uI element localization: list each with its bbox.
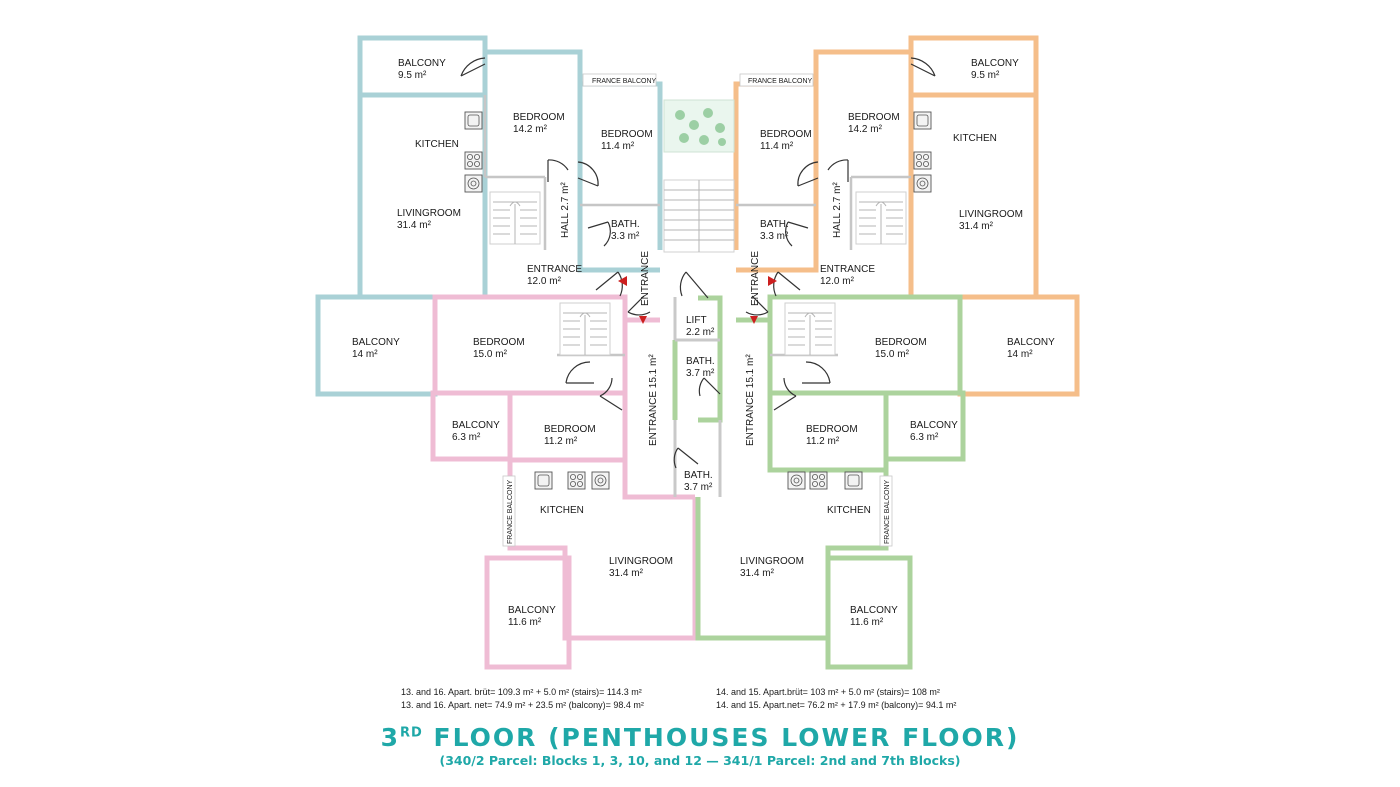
pink-balcony-small-area: 6.3 m² xyxy=(452,432,481,443)
blue-bedroom-inner-area: 11.4 m² xyxy=(601,141,635,152)
blue-bath-area: 3.3 m² xyxy=(611,231,640,242)
pink-bedroom-small-label: BEDROOM xyxy=(544,424,596,435)
pink-france-balcony xyxy=(502,475,516,547)
green-france-balcony xyxy=(879,475,893,547)
green-balcony-bottom-label: BALCONY xyxy=(850,605,898,616)
entrance-vertical-left-label: ENTRANCE xyxy=(640,251,651,306)
green-bedroom-small-label: BEDROOM xyxy=(806,424,858,435)
note-right-gross: 14. and 15. Apart.brüt= 103 m² + 5.0 m² … xyxy=(716,687,940,697)
orange-bedroom-outer-area: 14.2 m² xyxy=(848,124,883,135)
blue-hall-label: HALL 2.7 m² xyxy=(560,182,571,238)
blue-bedroom-outer-label: BEDROOM xyxy=(513,112,565,123)
orange-livingroom-label: LIVINGROOM xyxy=(959,209,1023,220)
pink-balcony-small-label: BALCONY xyxy=(452,420,500,431)
blue-bedroom-inner-label: BEDROOM xyxy=(601,129,653,140)
title-floor-suffix: RD xyxy=(400,725,423,741)
orange-bedroom-inner-label: BEDROOM xyxy=(760,129,812,140)
green-balcony-small-label: BALCONY xyxy=(910,420,958,431)
area-notes-left: 13. and 16. Apart. brüt= 109.3 m² + 5.0 … xyxy=(401,686,644,712)
page-subtitle: (340/2 Parcel: Blocks 1, 3, 10, and 12 —… xyxy=(439,753,961,768)
blue-livingroom-area: 31.4 m² xyxy=(397,220,432,231)
pink-bedroom-small-area: 11.2 m² xyxy=(544,436,578,447)
pink-bedroom-mid-label: BEDROOM xyxy=(473,337,525,348)
blue-france-balcony xyxy=(582,73,657,87)
green-livingroom-area: 31.4 m² xyxy=(740,568,775,579)
orange-balcony-top-area: 9.5 m² xyxy=(971,70,1000,81)
orange-entrance-area: 12.0 m² xyxy=(820,276,855,287)
green-france-balcony-label: FRANCE BALCONY xyxy=(884,479,891,544)
green-entrance-corridor-label: ENTRANCE 15.1 m² xyxy=(745,354,756,446)
orange-bath-area: 3.3 m² xyxy=(760,231,789,242)
pink-balcony-bottom-area: 11.6 m² xyxy=(508,617,542,628)
blue-balcony-side-label: BALCONY xyxy=(352,337,400,348)
pink-entrance-corridor-label: ENTRANCE 15.1 m² xyxy=(648,354,659,446)
orange-balcony-side-area: 14 m² xyxy=(1007,349,1033,360)
green-balcony-bottom-area: 11.6 m² xyxy=(850,617,884,628)
orange-bedroom-inner-area: 11.4 m² xyxy=(760,141,794,152)
green-balcony-small-area: 6.3 m² xyxy=(910,432,939,443)
orange-kitchen-label: KITCHEN xyxy=(953,133,997,144)
note-left-net: 13. and 16. Apart. net= 74.9 m² + 23.5 m… xyxy=(401,700,644,710)
blue-kitchen-label: KITCHEN xyxy=(415,139,459,150)
lift-area: 2.2 m² xyxy=(686,327,715,338)
orange-hall-label: HALL 2.7 m² xyxy=(832,182,843,238)
blue-balcony-top-label: BALCONY xyxy=(398,58,446,69)
blue-france-balcony-label: FRANCE BALCONY xyxy=(592,78,657,85)
orange-bedroom-outer-label: BEDROOM xyxy=(848,112,900,123)
blue-balcony-side-area: 14 m² xyxy=(352,349,378,360)
pink-bedroom-mid-area: 15.0 m² xyxy=(473,349,508,360)
blue-entrance-area: 12.0 m² xyxy=(527,276,562,287)
orange-france-balcony-label: FRANCE BALCONY xyxy=(748,78,813,85)
blue-entrance-label: ENTRANCE xyxy=(527,264,582,275)
title-floor-number: 3 xyxy=(380,723,401,752)
orange-balcony-side-label: BALCONY xyxy=(1007,337,1055,348)
area-notes-right: 14. and 15. Apart.brüt= 103 m² + 5.0 m² … xyxy=(716,686,956,712)
note-left-gross: 13. and 16. Apart. brüt= 109.3 m² + 5.0 … xyxy=(401,687,642,697)
pink-kitchen-label: KITCHEN xyxy=(540,505,584,516)
pink-balcony-bottom-label: BALCONY xyxy=(508,605,556,616)
green-kitchen-label: KITCHEN xyxy=(827,505,871,516)
green-bedroom-small-area: 11.2 m² xyxy=(806,436,840,447)
pink-livingroom-label: LIVINGROOM xyxy=(609,556,673,567)
orange-entrance-label: ENTRANCE xyxy=(820,264,875,275)
green-bedroom-mid-label: BEDROOM xyxy=(875,337,927,348)
orange-balcony-top-label: BALCONY xyxy=(971,58,1019,69)
apartment-pink-walls xyxy=(430,294,698,670)
door-swings xyxy=(460,57,936,469)
note-right-net: 14. and 15. Apart.net= 76.2 m² + 17.9 m²… xyxy=(716,700,957,710)
entrance-vertical-right-label: ENTRANCE xyxy=(750,251,761,306)
lift-label: LIFT xyxy=(686,315,707,326)
blue-livingroom-label: LIVINGROOM xyxy=(397,208,461,219)
bath-center-b-label: BATH. xyxy=(684,470,713,481)
orange-livingroom-area: 31.4 m² xyxy=(959,221,994,232)
orange-bath-label: BATH. xyxy=(760,219,789,230)
green-livingroom-label: LIVINGROOM xyxy=(740,556,804,567)
orange-france-balcony xyxy=(739,73,814,87)
pink-france-balcony-label: FRANCE BALCONY xyxy=(507,479,514,544)
pink-livingroom-area: 31.4 m² xyxy=(609,568,644,579)
bath-center-a-area: 3.7 m² xyxy=(686,368,715,379)
interior-walls xyxy=(483,95,911,497)
page-title: 3RD FLOOR (PENTHOUSES LOWER FLOOR) xyxy=(0,723,1400,752)
bath-center-a-label: BATH. xyxy=(686,356,715,367)
blue-bedroom-outer-area: 14.2 m² xyxy=(513,124,548,135)
bath-center-b-area: 3.7 m² xyxy=(684,482,713,493)
entrance-markers xyxy=(618,276,777,324)
blue-bath-label: BATH. xyxy=(611,219,640,230)
green-bedroom-mid-area: 15.0 m² xyxy=(875,349,910,360)
title-text: FLOOR (PENTHOUSES LOWER FLOOR) xyxy=(433,723,1020,752)
central-staircase xyxy=(663,99,735,253)
blue-balcony-top-area: 9.5 m² xyxy=(398,70,427,81)
